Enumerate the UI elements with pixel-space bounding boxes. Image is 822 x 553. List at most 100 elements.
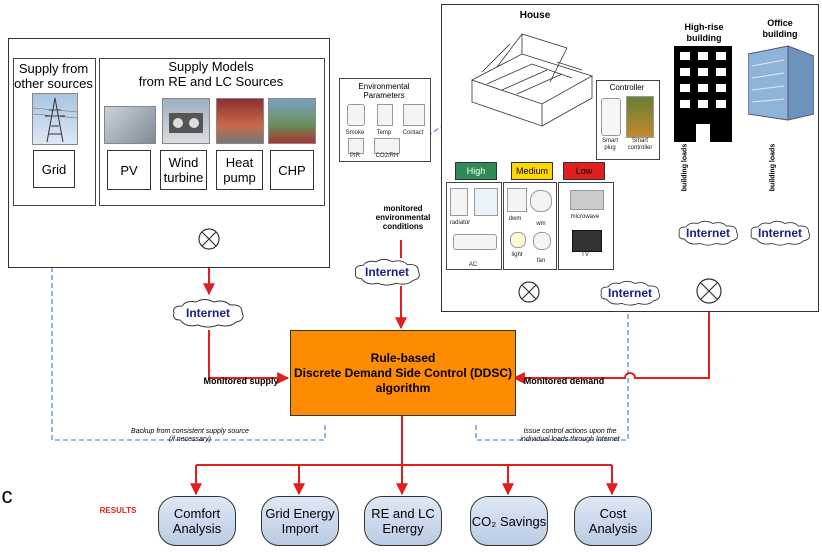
internet-label-office: Internet (757, 226, 802, 240)
pv-photo (104, 106, 156, 144)
cost-analysis-result: Cost Analysis (574, 496, 652, 546)
monitored-demand-label: Monitored demand (523, 376, 605, 386)
ac-icon (453, 234, 497, 250)
results-label: RESULTS (99, 506, 137, 515)
heat-pump-box: Heat pump (216, 150, 263, 190)
smoke-label: Smoke (345, 130, 365, 136)
house-title: House (519, 10, 551, 21)
washing-machine-icon (530, 190, 552, 212)
tv-icon (572, 230, 602, 252)
dishwasher-icon (507, 188, 527, 212)
temp-label: Temp (376, 130, 392, 136)
priority-low-label: Low (575, 166, 593, 176)
supply-other-title: Supply from other sources (14, 61, 93, 91)
backup-label-1: Backup from consistent supply source (131, 428, 249, 435)
highrise-building-icon (674, 46, 732, 142)
priority-low: Low (563, 162, 605, 180)
issue-control-label-2: individual loads through Internet (520, 436, 620, 443)
chp-photo (268, 98, 316, 144)
pv-box: PV (107, 150, 151, 190)
internet-label-house: Internet (607, 286, 652, 300)
microwave-label: microwave (570, 214, 600, 220)
heater-icon (474, 188, 498, 216)
appliance-multiplier-symbol (518, 281, 540, 303)
priority-high: High (455, 162, 497, 180)
grid-energy-import-result: Grid Energy Import (261, 496, 339, 546)
temp-sensor-icon (377, 104, 393, 126)
heat-pump-photo (216, 98, 264, 144)
re-lc-energy-label: RE and LC Energy (371, 506, 435, 536)
ddsc-algorithm-box: Rule-based Discrete Demand Side Control … (290, 330, 516, 416)
cost-analysis-label: Cost Analysis (588, 506, 638, 536)
ac-label: AC (468, 262, 478, 268)
supply-models-title-1: Supply Models (168, 59, 254, 74)
internet-cloud-office: Internet (748, 220, 812, 246)
internet-label-supply: Internet (185, 306, 230, 320)
ddsc-line-3: algorithm (375, 380, 431, 395)
light-icon (510, 232, 526, 248)
co2-rh-sensor-icon (374, 138, 400, 154)
internet-cloud-supply: Internet (170, 298, 246, 328)
monitored-supply-label: Monitored supply (203, 376, 279, 386)
internet-cloud-environment: Internet (352, 258, 422, 286)
internet-label-environment: Internet (364, 265, 409, 279)
co2-savings-result: CO₂ Savings (470, 496, 548, 546)
office-loads-label: building loads (769, 143, 777, 192)
controller-title: Controller (609, 83, 645, 92)
co2-rh-label: CO2/RH (375, 153, 399, 159)
transmission-tower-photo (32, 93, 78, 145)
monitored-env-3: conditions (382, 222, 424, 231)
buildings-multiplier-symbol (696, 278, 722, 304)
comfort-analysis-result: Comfort Analysis (158, 496, 236, 546)
pir-sensor-icon (348, 138, 364, 154)
highrise-title-2: building (686, 33, 722, 43)
priority-medium-label: Medium (515, 166, 548, 176)
monitored-env-2: environmental (375, 213, 431, 222)
internet-label-highrise: Internet (685, 226, 730, 240)
smart-plug-icon (601, 98, 621, 136)
fan-label: fan (536, 258, 546, 264)
backup-label-2: (if necessary) (168, 436, 211, 443)
ddsc-line-1: Rule-based (370, 350, 436, 365)
re-lc-energy-result: RE and LC Energy (364, 496, 442, 546)
wind-turbine-photo (162, 98, 210, 144)
highrise-title-1: High-rise (684, 22, 724, 32)
environmental-title: Environmental Parameters (358, 82, 410, 100)
supply-multiplier-symbol (198, 228, 220, 250)
priority-medium: Medium (511, 162, 553, 180)
smart-controller-label: Smart controller (627, 138, 653, 151)
dwm-label: dwm (508, 216, 522, 222)
grid-box: Grid (33, 150, 75, 188)
contact-sensor-icon (403, 104, 425, 126)
monitored-env-1: monitored (383, 204, 423, 213)
tv-label: TV (581, 252, 589, 258)
house-wireframe (470, 33, 594, 127)
office-building-icon (748, 45, 814, 121)
contact-label: Contact (402, 130, 424, 136)
co2-savings-label: CO₂ Savings (471, 513, 547, 529)
edge-glyph: c (1, 483, 13, 508)
highrise-loads-label: building loads (681, 143, 689, 192)
internet-cloud-highrise: Internet (676, 220, 740, 246)
microwave-icon (570, 190, 604, 210)
comfort-analysis-label: Comfort Analysis (172, 506, 222, 536)
pir-label: PIR (349, 153, 360, 159)
chp-box: CHP (270, 150, 314, 190)
smoke-sensor-icon (347, 104, 365, 126)
grid-energy-import-label: Grid Energy Import (265, 506, 335, 536)
ddsc-line-2: Discrete Demand Side Control (DDSC) (293, 365, 513, 380)
smart-plug-label: Smart plug (601, 138, 618, 151)
wm-label: wm (536, 221, 546, 227)
office-title-1: Office (767, 18, 793, 28)
office-title-2: building (762, 29, 798, 39)
fan-icon (533, 232, 551, 250)
smart-controller-icon (626, 96, 654, 138)
radiator-icon (450, 188, 468, 216)
issue-control-label-1: Issue control actions upon the (523, 428, 617, 435)
light-label: light (511, 252, 523, 258)
supply-models-title-2: from RE and LC Sources (138, 74, 284, 89)
wind-turbine-box: Wind turbine (160, 150, 207, 190)
priority-high-label: High (466, 166, 486, 176)
internet-cloud-house: Internet (598, 280, 662, 306)
